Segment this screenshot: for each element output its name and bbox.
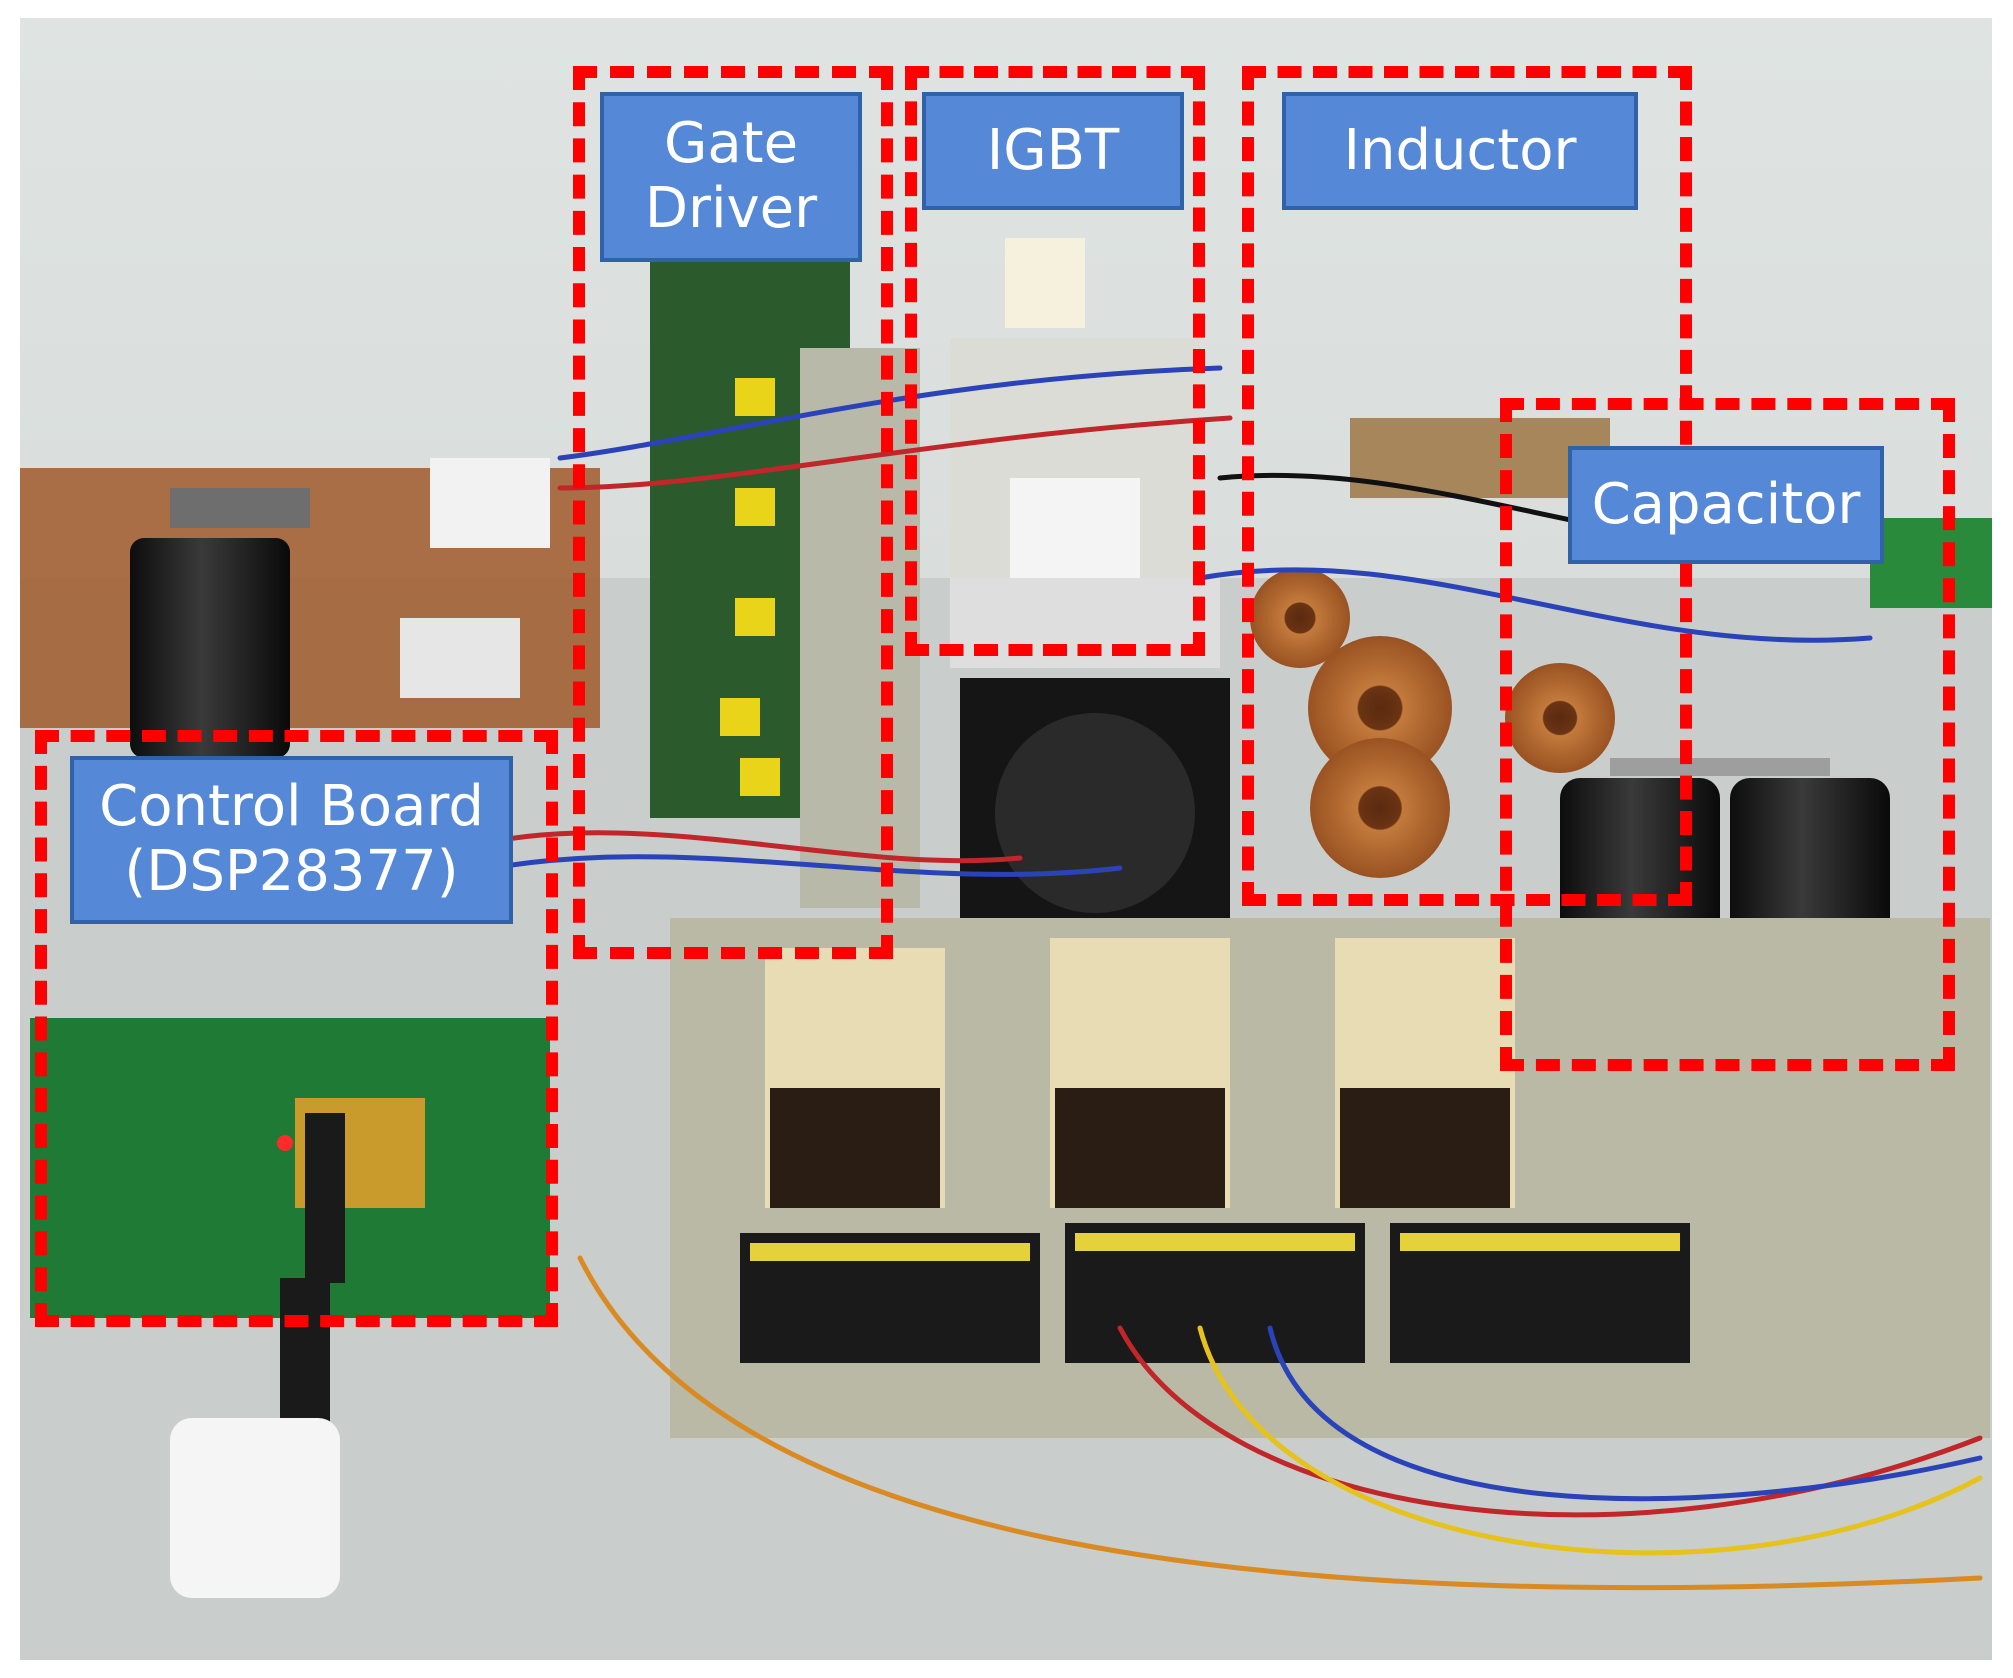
capacitor-region: [1500, 398, 1955, 1071]
inductor-label: Inductor: [1282, 92, 1638, 210]
inductor-coil-1: [1308, 636, 1452, 780]
inductor-coil-3: [1250, 568, 1350, 668]
control-board-label-line-2: (DSP28377): [124, 839, 459, 904]
hardware-photo-drawing: [20, 18, 1992, 1660]
control-board-region: [35, 730, 558, 1327]
inductor-label-text: Inductor: [1343, 117, 1577, 183]
capacitor-busbar: [1610, 758, 1830, 776]
usb-debugger: [170, 1418, 340, 1598]
left-sensor-module: [430, 458, 550, 548]
fan-rotor: [995, 713, 1195, 913]
left-busbar: [170, 488, 310, 528]
right-small-pcb: [1870, 518, 1992, 608]
gate-driver-label-line-1: Gate: [663, 111, 799, 177]
igbt-white-module: [1010, 478, 1140, 588]
hardware-photo: [20, 18, 1992, 1660]
control-board-label-line-1: Control Board: [99, 774, 484, 840]
debug-ribbon: [305, 1113, 345, 1283]
capacitor-label: Capacitor: [1568, 446, 1884, 564]
igbt-label: IGBT: [922, 92, 1184, 210]
control-board-label: Control Board (DSP28377): [70, 756, 513, 924]
igbt-cap-block: [1005, 238, 1085, 328]
circuit-breakers: [765, 938, 1515, 1208]
igbt-region: [905, 66, 1205, 656]
gate-driver-label-line-2: Driver: [644, 176, 818, 241]
inductor-coil-4: [1505, 663, 1615, 773]
status-led: [277, 1135, 293, 1151]
left-relay: [400, 618, 520, 698]
gate-driver-transformers: [720, 378, 780, 796]
inductor-coil-2: [1310, 738, 1450, 878]
igbt-label-text: IGBT: [986, 117, 1120, 183]
left-electrolytic-capacitor: [130, 538, 290, 758]
gate-driver-label: Gate Driver: [600, 92, 862, 262]
control-pcb: [30, 1018, 550, 1318]
gate-driver-bracket: [800, 348, 920, 908]
gate-driver-region: [573, 66, 893, 959]
terminal-blocks: [740, 1223, 1690, 1363]
capacitor-label-text: Capacitor: [1591, 471, 1861, 537]
